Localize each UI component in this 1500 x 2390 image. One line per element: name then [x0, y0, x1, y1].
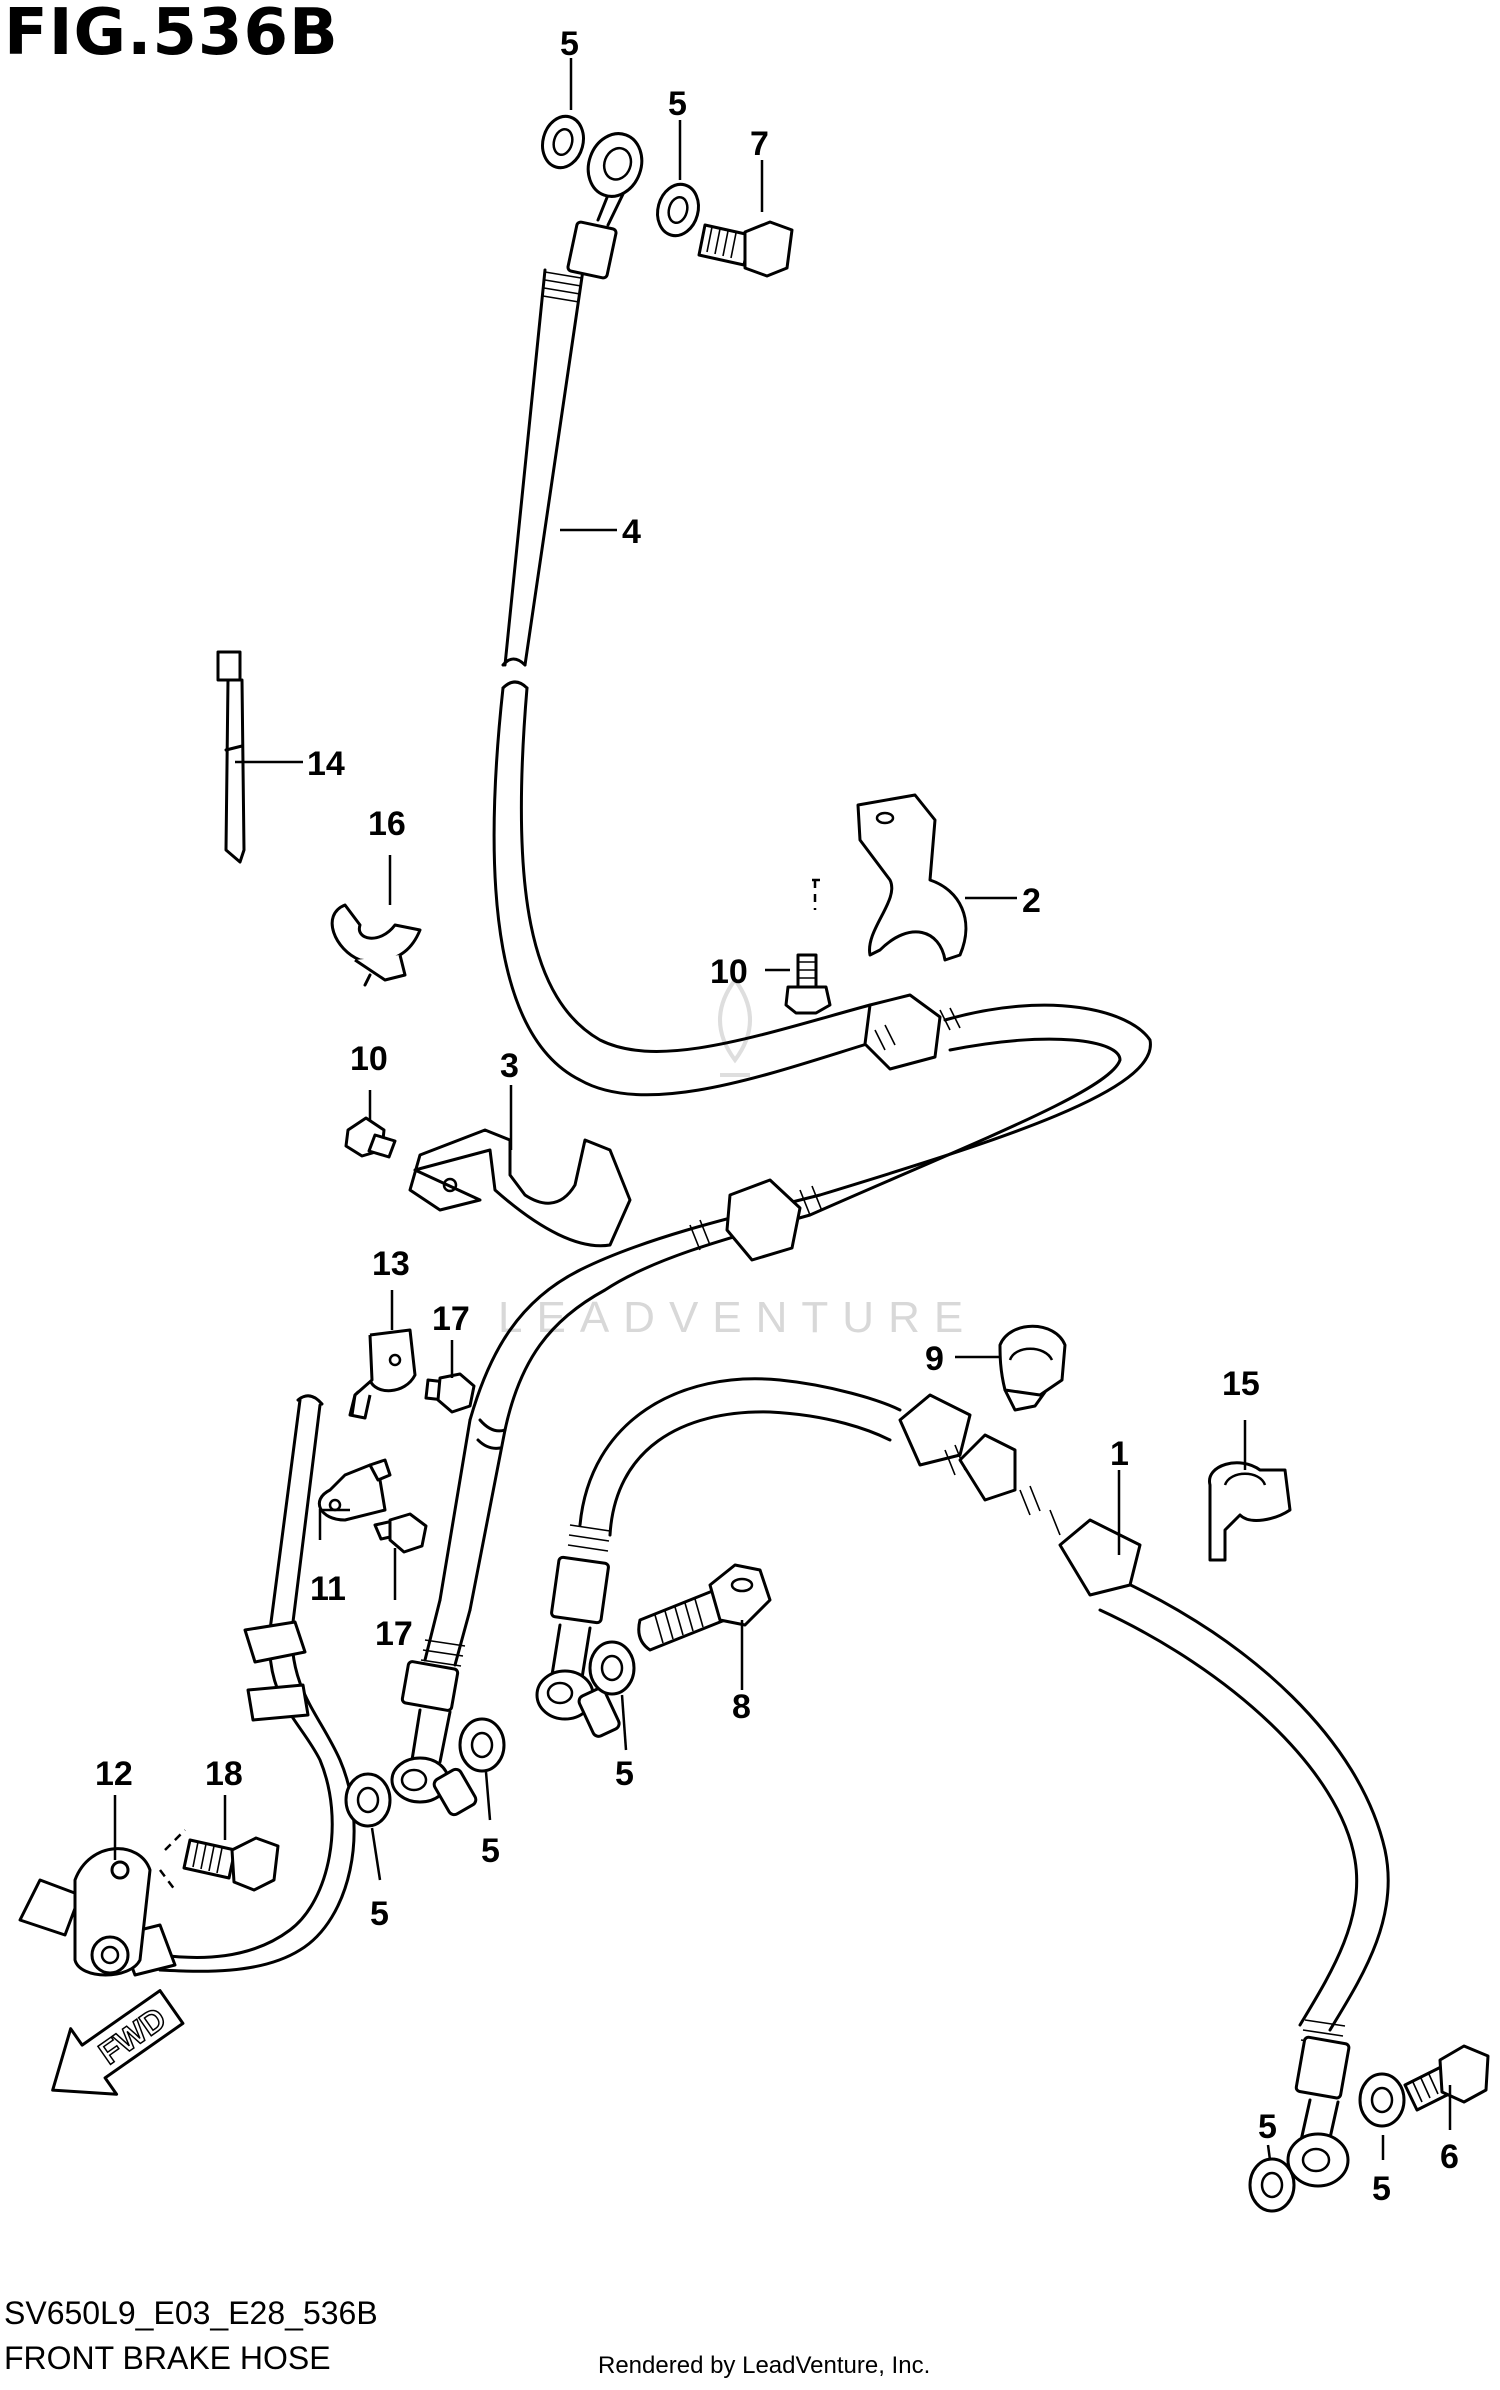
washer-5-top-2	[656, 182, 700, 238]
washer-5-mid-a	[588, 1640, 636, 1696]
bracket-3	[408, 1128, 632, 1248]
watermark: LEADVENTURE	[498, 976, 977, 1342]
callout-6: 6	[1440, 2138, 1459, 2176]
bolt-17-upper	[424, 1372, 476, 1414]
callout-3: 3	[500, 1047, 519, 1085]
fwd-arrow: FWD	[51, 1989, 185, 2096]
callouts: 5 5 7 4 14 16 2 10 10 3 13 17 9 15 1 11 …	[95, 25, 1459, 2208]
watermark-text: LEADVENTURE	[498, 1293, 977, 1342]
joint-and-cross-hose	[390, 993, 1152, 1817]
callout-13: 13	[372, 1245, 410, 1283]
leader-lines	[113, 58, 1452, 2161]
bolt-10-right	[784, 953, 832, 1015]
callout-5: 5	[370, 1895, 389, 1933]
callout-17: 17	[375, 1615, 413, 1653]
clamp-16	[330, 903, 422, 987]
bolt-8	[637, 1563, 772, 1652]
clamp-9	[998, 1324, 1067, 1412]
sensor-lead	[18, 1394, 356, 1977]
callout-5: 5	[481, 1832, 500, 1870]
callout-10: 10	[350, 1040, 388, 1078]
bolt-10-left	[344, 1116, 397, 1159]
callout-5: 5	[615, 1755, 634, 1793]
callout-7: 7	[750, 125, 769, 163]
washer-5-mid-b	[458, 1717, 506, 1773]
callout-4: 4	[622, 513, 641, 551]
callout-15: 15	[1222, 1365, 1260, 1403]
bolt-17-lower	[373, 1512, 428, 1554]
callout-5: 5	[1258, 2108, 1277, 2146]
callout-12: 12	[95, 1755, 133, 1793]
callout-17: 17	[432, 1300, 470, 1338]
callout-18: 18	[205, 1755, 243, 1793]
figure-title: FIG.536B	[4, 0, 339, 70]
callout-8: 8	[732, 1688, 751, 1726]
callout-9: 9	[925, 1340, 944, 1378]
hose-4	[492, 132, 882, 1097]
callout-5: 5	[668, 85, 687, 123]
washer-5-br-a	[1248, 2157, 1296, 2213]
bolt-18	[182, 1836, 280, 1892]
callout-11: 11	[310, 1570, 346, 1608]
callout-5: 5	[560, 25, 579, 63]
callout-2: 2	[1022, 882, 1041, 920]
callout-5: 5	[1372, 2170, 1391, 2208]
bracket-2	[810, 793, 968, 962]
callout-14: 14	[307, 745, 345, 783]
washer-5-br-b	[1358, 2072, 1406, 2128]
washer-5-mid-c	[344, 1772, 392, 1828]
washer-5-top	[541, 114, 585, 170]
cable-tie-14	[216, 650, 246, 864]
render-credit: Rendered by LeadVenture, Inc.	[598, 2352, 931, 2379]
clamp-13	[348, 1328, 417, 1420]
callout-16: 16	[368, 805, 406, 843]
diagram-code: SV650L9_E03_E28_536B	[4, 2295, 378, 2331]
callout-10: 10	[710, 953, 748, 991]
callout-1: 1	[1110, 1435, 1129, 1473]
diagram-caption: FRONT BRAKE HOSE	[4, 2340, 331, 2376]
bolt-6	[1403, 2044, 1490, 2112]
bolt-7	[697, 220, 794, 278]
clamp-15	[1208, 1461, 1292, 1562]
